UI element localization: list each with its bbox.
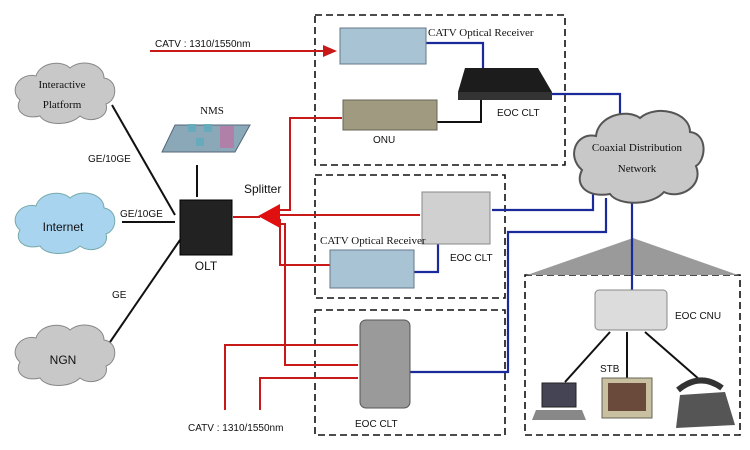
link-ngn-olt xyxy=(107,239,181,346)
fiber-to-onu xyxy=(275,117,342,211)
splitter-label: Splitter xyxy=(244,182,281,196)
coax-receiver-clt xyxy=(426,41,485,70)
eth-onu-clt xyxy=(437,100,482,123)
olt-device-icon xyxy=(179,199,233,256)
eoc-clt-top-label: EOC CLT xyxy=(497,108,540,119)
nms-icon xyxy=(161,124,251,153)
cloud-label: Platform xyxy=(43,99,82,111)
tv-icon xyxy=(601,377,653,419)
link-label: GE/10GE xyxy=(120,209,163,220)
catv-feed-bottom-1 xyxy=(224,344,358,410)
optical-receiver-top-icon xyxy=(339,27,427,65)
link-interactive-olt xyxy=(111,104,176,216)
phone-icon xyxy=(676,377,735,428)
top-group-box xyxy=(314,14,566,166)
cloud-label: Network xyxy=(618,163,657,175)
laptop-icon xyxy=(532,382,586,420)
stb-label: STB xyxy=(600,364,620,375)
coax-receiver-node xyxy=(414,244,440,274)
cloud-label: Coaxial Distribution xyxy=(592,142,683,154)
middle-group-box xyxy=(314,174,506,299)
cloud-label: Internet xyxy=(43,220,84,234)
onu-label: ONU xyxy=(373,135,395,146)
ngn-cloud: NGN xyxy=(14,324,116,386)
internet-cloud: Internet xyxy=(14,192,116,254)
link-cnu-laptop xyxy=(564,331,611,383)
link-label: GE/10GE xyxy=(88,154,131,165)
receiver-top-label: CATV Optical Receiver xyxy=(428,27,534,39)
coax-node-mid-cloud xyxy=(492,188,595,212)
coaxial-distribution-cloud: Coaxial Distribution Network xyxy=(573,109,705,204)
splitter-icon xyxy=(258,204,280,228)
receiver-mid-label: CATV Optical Receiver xyxy=(320,235,426,247)
olt-label: OLT xyxy=(195,259,218,273)
onu-device-icon xyxy=(342,99,438,131)
link-cnu-phone xyxy=(644,331,701,381)
nms-label: NMS xyxy=(200,105,224,117)
eoc-clt-top-icon xyxy=(458,68,552,92)
eoc-clt-bottom-icon xyxy=(359,319,411,409)
eoc-clt-mid-label: EOC CLT xyxy=(450,253,493,264)
cloud-label: Interactive xyxy=(38,79,85,91)
link-label: GE xyxy=(112,290,127,301)
catv-top-label: CATV : 1310/1550nm xyxy=(155,39,250,50)
eoc-cnu-label: EOC CNU xyxy=(675,311,721,322)
optical-receiver-mid-icon xyxy=(329,249,415,289)
interactive-platform-cloud: Interactive Platform xyxy=(14,62,116,124)
coax-node-bottom-cloud xyxy=(410,198,608,374)
eoc-clt-bottom-label: EOC CLT xyxy=(355,419,398,430)
bottom-group-box xyxy=(314,309,506,436)
optical-node-mid-icon xyxy=(421,191,491,245)
cloud-label: NGN xyxy=(50,353,77,367)
catv-feed-bottom-2 xyxy=(259,377,358,410)
eoc-cnu-icon xyxy=(594,289,668,331)
catv-bottom-label: CATV : 1310/1550nm xyxy=(188,423,283,434)
coax-clt-cloud xyxy=(548,92,622,118)
